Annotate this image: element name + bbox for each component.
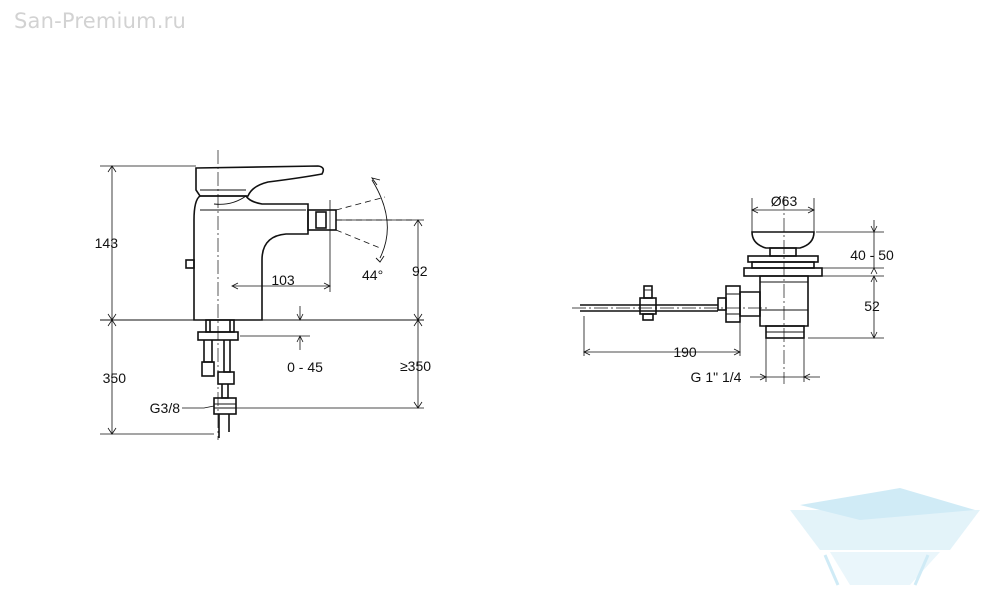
dim-label-103: 103 — [271, 272, 295, 288]
drain-plug-cap — [751, 231, 815, 249]
pull-rod — [580, 304, 718, 312]
dim-label-44-deg: 44° — [362, 267, 383, 283]
faucet-body — [193, 195, 309, 321]
rod-connector — [739, 291, 761, 317]
dim-label-g38: G3/8 — [150, 400, 181, 416]
bathtub-logo-icon — [790, 488, 980, 586]
flex-hose-fitting-right — [217, 371, 235, 385]
dim-label-143: 143 — [95, 235, 119, 251]
drain-flange — [747, 255, 819, 263]
faucet-lever — [195, 165, 325, 197]
dim-label-92: 92 — [412, 263, 428, 279]
dim-label-thread: G 1" 1/4 — [691, 369, 742, 385]
dim-label-0-45: 0 - 45 — [287, 359, 323, 375]
dim-label-52: 52 — [864, 298, 880, 314]
dim-label-min-350: ≥350 — [400, 358, 431, 374]
drain-drawing: Ø63 40 - 50 52 190 G 1" 1/4 — [572, 193, 894, 385]
dim-label-40-50: 40 - 50 — [850, 247, 894, 263]
flex-hose-fitting-left — [201, 361, 215, 377]
dim-label-diameter: Ø63 — [771, 193, 798, 209]
pop-up-knob — [185, 259, 195, 269]
dim-label-350: 350 — [103, 370, 127, 386]
watermark-site-name: San-Premium.ru — [14, 9, 186, 33]
dim-label-190: 190 — [673, 344, 697, 360]
g38-connector-nut — [213, 397, 237, 415]
spray-nozzle — [307, 209, 337, 231]
faucet-drawing: 143 350 103 0 - 45 44° 92 ≥350 G3/8 — [95, 150, 431, 440]
